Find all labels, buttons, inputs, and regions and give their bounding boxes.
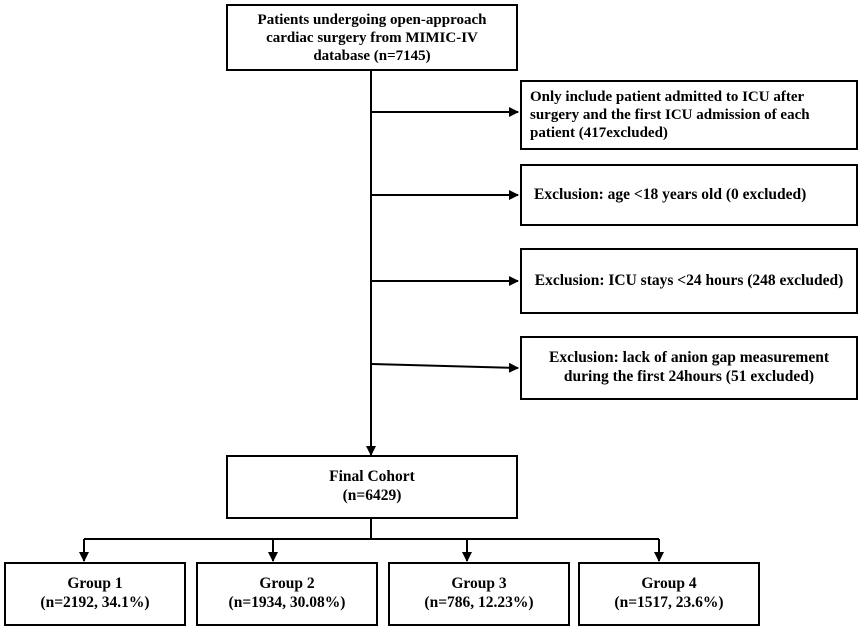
exclusion-text-1: Only include patient admitted to ICU aft… xyxy=(530,89,810,141)
group-box-2: Group 2 (n=1934, 30.08%) xyxy=(196,562,378,626)
exclusion-box-2: Exclusion: age <18 years old (0 excluded… xyxy=(520,164,858,226)
exclusion-text-4: Exclusion: lack of anion gap measurement… xyxy=(548,349,830,385)
group-count: (n=786, 12.23%) xyxy=(424,594,534,611)
group-box-3: Group 3 (n=786, 12.23%) xyxy=(388,562,570,626)
group-count: (n=1934, 30.08%) xyxy=(228,594,346,611)
exclusion-box-3: Exclusion: ICU stays <24 hours (248 excl… xyxy=(520,248,858,314)
final-cohort-title: Final Cohort xyxy=(329,468,415,486)
group-box-1: Group 1 (n=2192, 34.1%) xyxy=(4,562,186,626)
final-cohort-box: Final Cohort (n=6429) xyxy=(226,455,518,519)
exclusion-box-1: Only include patient admitted to ICU aft… xyxy=(520,80,858,150)
group-box-4: Group 4 (n=1517, 23.6%) xyxy=(578,562,760,626)
branch-arrow-4 xyxy=(370,362,519,373)
group-name: Group 3 xyxy=(451,575,507,593)
source-population-box: Patients undergoing open-approach cardia… xyxy=(226,4,518,71)
source-population-text: Patients undergoing open-approach cardia… xyxy=(257,11,487,64)
final-cohort-count: (n=6429) xyxy=(342,487,402,504)
group-name: Group 1 xyxy=(67,575,123,593)
group-name: Group 2 xyxy=(259,575,315,593)
exclusion-text-3: Exclusion: ICU stays <24 hours (248 excl… xyxy=(534,271,844,289)
group-count: (n=2192, 34.1%) xyxy=(40,594,150,611)
exclusion-text-2: Exclusion: age <18 years old (0 excluded… xyxy=(534,185,807,203)
group-name: Group 4 xyxy=(641,575,697,593)
exclusion-box-4: Exclusion: lack of anion gap measurement… xyxy=(520,336,858,400)
group-count: (n=1517, 23.6%) xyxy=(614,594,724,611)
